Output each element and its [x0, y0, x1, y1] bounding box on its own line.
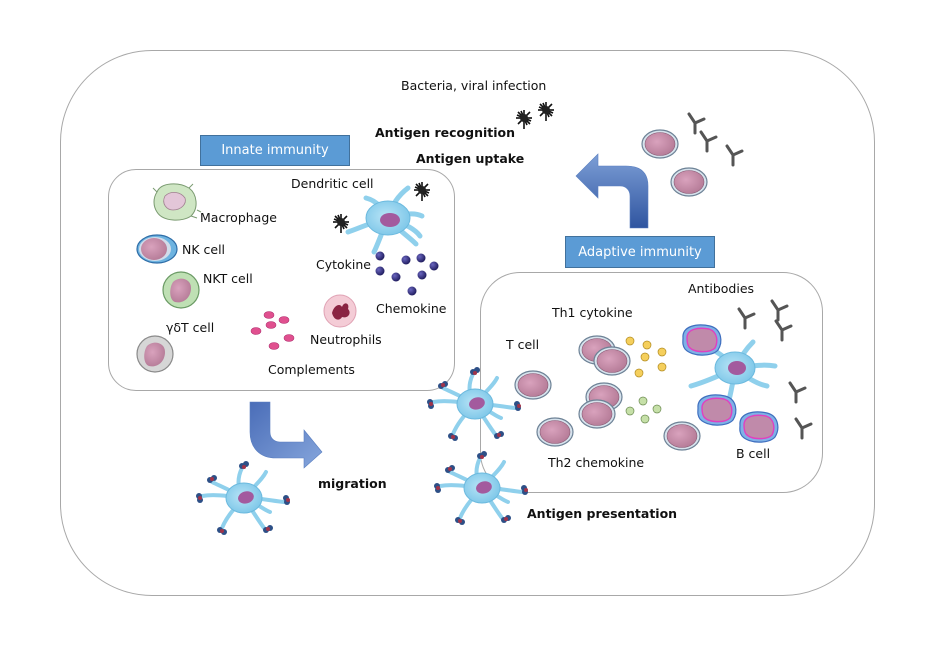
- th1-cytokine-label: Th1 cytokine: [552, 305, 633, 320]
- complements-label: Complements: [268, 362, 355, 377]
- t-cell: [663, 421, 701, 451]
- innate-immunity-banner: Innate immunity: [200, 135, 350, 166]
- feedback-arrow-icon: [575, 153, 649, 229]
- antibody-icon: [687, 112, 706, 135]
- b-cell: [697, 394, 737, 426]
- antigen-uptake-label: Antigen uptake: [416, 151, 525, 166]
- migrating-dendritic-cell: [194, 459, 292, 537]
- nkt-cell: [162, 271, 200, 309]
- plasma-cell: [641, 129, 679, 159]
- adaptive-immunity-banner: Adaptive immunity: [565, 236, 715, 268]
- b-cell: [739, 411, 779, 443]
- presenting-dendritic-cell: [432, 449, 530, 527]
- antibody-icon: [699, 130, 718, 153]
- innate-immunity-box: [108, 169, 455, 391]
- neutrophils-label: Neutrophils: [310, 332, 382, 347]
- macrophage-label: Macrophage: [200, 210, 277, 225]
- antigen-presentation-label: Antigen presentation: [527, 506, 678, 521]
- antibody-icon: [788, 381, 807, 404]
- cytokine-label: Cytokine: [316, 257, 371, 272]
- cytokine-dots: [375, 251, 439, 296]
- t-cell: [578, 399, 616, 429]
- migration-arrow-icon: [249, 401, 323, 469]
- antibody-icon: [737, 307, 756, 330]
- antibody-icon: [725, 144, 744, 167]
- gamma-delta-t-cell-label: γδT cell: [166, 320, 215, 335]
- antigen-recognition-label: Antigen recognition: [375, 125, 516, 140]
- adaptive-immunity-box: [480, 272, 823, 493]
- nk-cell: [136, 234, 178, 264]
- nkt-cell-label: NKT cell: [203, 271, 253, 286]
- t-cell: [514, 370, 552, 400]
- outer-frame: [60, 50, 875, 596]
- antibody-icon: [770, 299, 789, 322]
- nk-cell-label: NK cell: [182, 242, 226, 257]
- b-cell-dendritic-cell: [688, 339, 778, 403]
- antigen-icon: [413, 181, 431, 202]
- chemokine-label: Chemokine: [376, 301, 447, 316]
- t-cell: [593, 346, 631, 376]
- b-cell: [682, 324, 722, 356]
- th2-chemokine-dots: [625, 396, 662, 424]
- t-cell: [536, 417, 574, 447]
- antibody-icon: [774, 319, 793, 342]
- th2-chemokine-label: Th2 chemokine: [548, 455, 645, 470]
- antigen-icon: [515, 109, 533, 130]
- antigen-icon: [537, 101, 555, 122]
- b-cell-label: B cell: [736, 446, 771, 461]
- infection-label: Bacteria, viral infection: [401, 78, 547, 93]
- antibodies-label: Antibodies: [688, 281, 755, 296]
- gamma-delta-t-cell: [136, 335, 174, 373]
- antibody-icon: [794, 417, 813, 440]
- migration-label: migration: [318, 476, 387, 491]
- complement-dots: [250, 311, 295, 350]
- macrophage-cell: [152, 183, 202, 221]
- th1-cytokine-dots: [625, 336, 667, 378]
- dendritic-cell: [345, 185, 425, 255]
- dendritic-cell-label: Dendritic cell: [291, 176, 374, 191]
- presenting-dendritic-cell: [425, 365, 523, 443]
- neutrophil-cell: [323, 294, 357, 328]
- t-cell-label: T cell: [506, 337, 540, 352]
- plasma-cell: [670, 167, 708, 197]
